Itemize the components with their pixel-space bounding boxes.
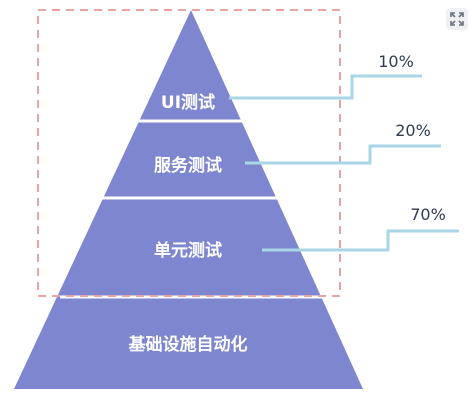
expand-icon [450, 12, 464, 26]
percent-label-service: 20% [395, 121, 431, 140]
level-label-service: 服务测试 [154, 155, 222, 176]
leader-line-service [245, 144, 441, 165]
level-label-unit: 单元测试 [154, 240, 222, 261]
leader-line-unit [262, 229, 459, 252]
level-label-ui: UI测试 [161, 92, 215, 113]
expand-button[interactable] [446, 8, 468, 30]
leader-line-ui [229, 74, 422, 100]
percent-label-ui: 10% [378, 52, 414, 71]
percent-label-unit: 70% [410, 205, 446, 224]
level-label-base: 基础设施自动化 [128, 334, 248, 355]
